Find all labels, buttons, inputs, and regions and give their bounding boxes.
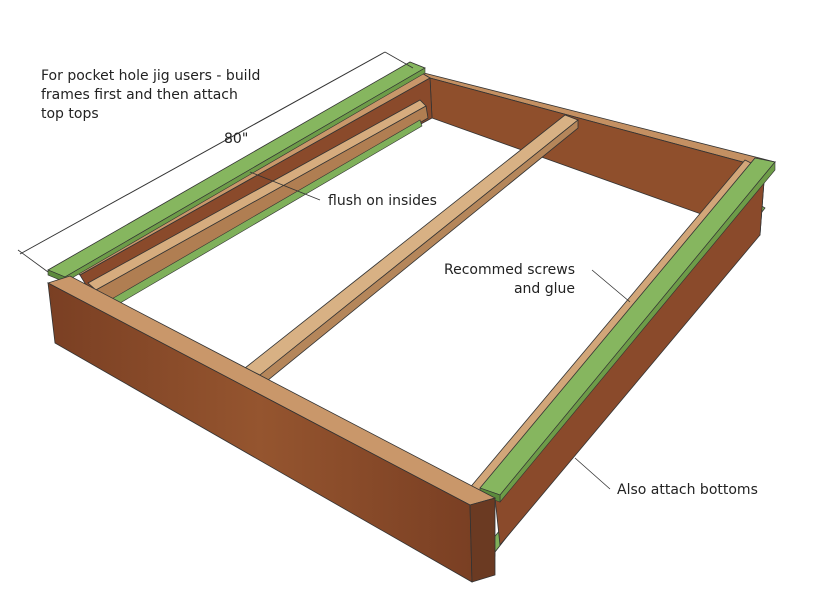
screws-leader — [591, 269, 631, 303]
flush-label: flush on insides — [328, 193, 437, 209]
dimension-line — [17, 51, 414, 273]
screws-label: Recommed screws and glue — [444, 261, 575, 299]
bottoms-leader — [574, 457, 611, 490]
note-line-3: top tops — [41, 106, 99, 122]
pocket-hole-note: For pocket hole jig users - build frames… — [41, 67, 260, 124]
note-line-2: frames first and then attach — [41, 87, 238, 103]
screws-line-1: Recommed screws — [444, 262, 575, 278]
right-top-strip — [479, 157, 776, 503]
front-rail — [46, 275, 497, 583]
bottoms-label: Also attach bottoms — [617, 482, 758, 498]
left-top-strip — [47, 61, 426, 283]
dimension-label: 80" — [224, 131, 249, 147]
screws-line-2: and glue — [513, 281, 575, 297]
flush-leader — [249, 171, 321, 201]
note-line-1: For pocket hole jig users - build — [41, 68, 261, 84]
